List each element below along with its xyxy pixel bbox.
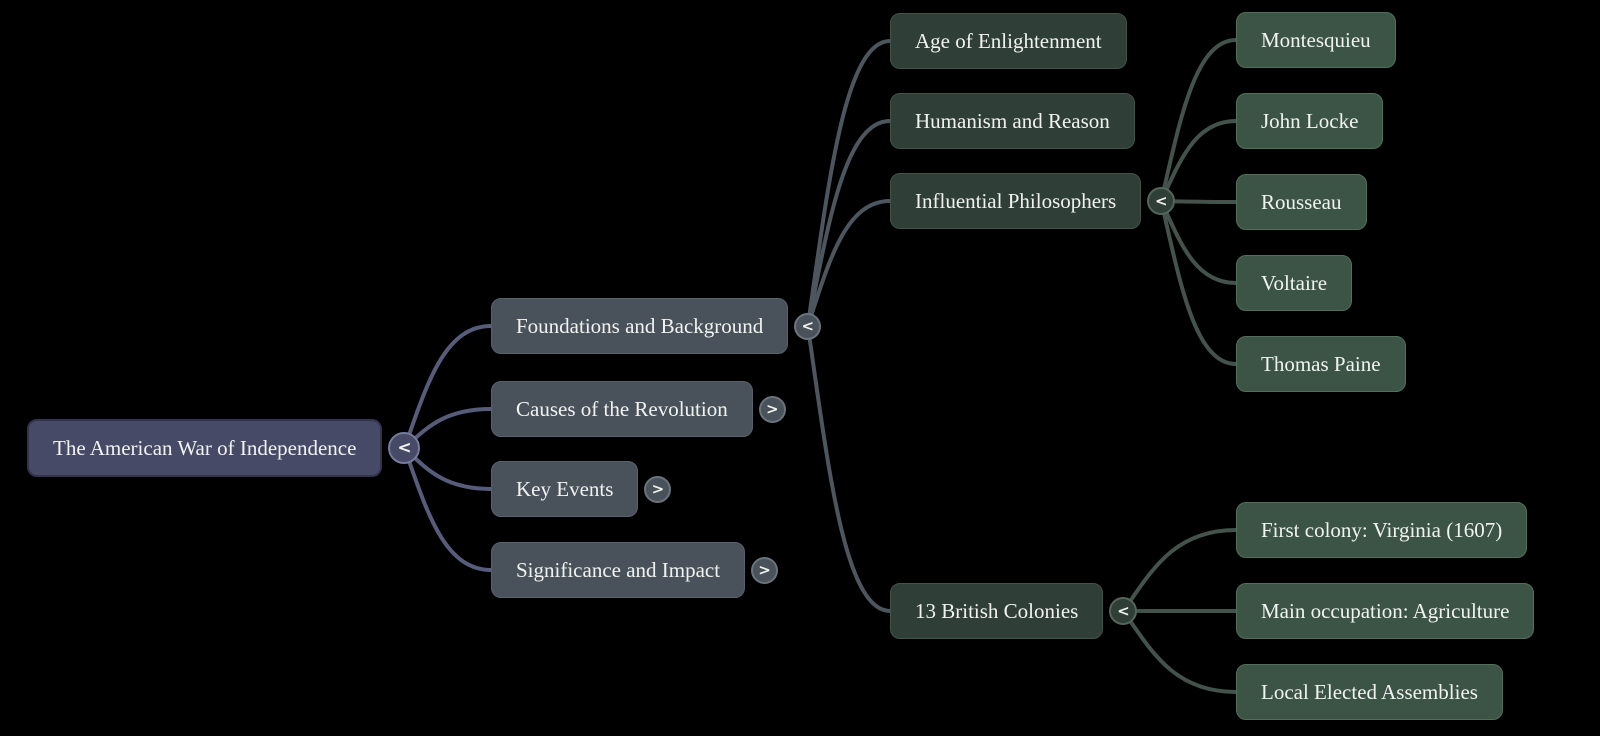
row-thomas-paine: Thomas Paine xyxy=(1236,336,1406,392)
node-age-of-enlightenment[interactable]: Age of Enlightenment xyxy=(890,13,1127,69)
edge-colonies-assemblies xyxy=(1121,609,1238,694)
edge-foundations-humanism xyxy=(805,119,892,328)
node-rousseau[interactable]: Rousseau xyxy=(1236,174,1367,230)
row-colonies: 13 British Colonies < xyxy=(890,583,1138,639)
node-significance-and-impact[interactable]: Significance and Impact xyxy=(491,542,746,598)
edge-philosophers-montesquieu xyxy=(1159,38,1238,203)
edge-philosophers-voltaire xyxy=(1159,199,1238,285)
row-key-events: Key Events > xyxy=(491,461,672,517)
node-voltaire[interactable]: Voltaire xyxy=(1236,255,1353,311)
causes-expand-toggle-icon[interactable]: > xyxy=(758,395,786,423)
key-events-expand-toggle-icon[interactable]: > xyxy=(644,475,672,503)
significance-expand-toggle-icon[interactable]: > xyxy=(751,556,779,584)
row-humanism: Humanism and Reason xyxy=(890,93,1135,149)
edge-colonies-virginia xyxy=(1121,528,1238,613)
row-rousseau: Rousseau xyxy=(1236,174,1367,230)
row-voltaire: Voltaire xyxy=(1236,255,1353,311)
row-main-occupation-agriculture: Main occupation: Agriculture xyxy=(1236,583,1535,639)
root-collapse-toggle-icon[interactable]: < xyxy=(388,432,421,464)
node-13-british-colonies[interactable]: 13 British Colonies xyxy=(890,583,1104,639)
node-main-occupation-agriculture[interactable]: Main occupation: Agriculture xyxy=(1236,583,1535,639)
node-montesquieu[interactable]: Montesquieu xyxy=(1236,12,1396,68)
node-humanism-and-reason[interactable]: Humanism and Reason xyxy=(890,93,1135,149)
node-thomas-paine[interactable]: Thomas Paine xyxy=(1236,336,1406,392)
node-root[interactable]: The American War of Independence xyxy=(27,419,383,477)
foundations-collapse-toggle-icon[interactable]: < xyxy=(794,312,822,340)
edge-root-significance xyxy=(402,446,493,572)
colonies-collapse-toggle-icon[interactable]: < xyxy=(1109,597,1138,625)
node-key-events[interactable]: Key Events xyxy=(491,461,639,517)
node-local-elected-assemblies[interactable]: Local Elected Assemblies xyxy=(1236,664,1503,720)
node-john-locke[interactable]: John Locke xyxy=(1236,93,1384,149)
row-causes: Causes of the Revolution > xyxy=(491,381,786,437)
node-first-colony-virginia[interactable]: First colony: Virginia (1607) xyxy=(1236,502,1528,558)
edge-root-foundations xyxy=(402,324,493,450)
row-foundations: Foundations and Background < xyxy=(491,298,822,354)
row-root: The American War of Independence < xyxy=(27,419,421,477)
edge-philosophers-paine xyxy=(1159,199,1238,366)
row-significance: Significance and Impact > xyxy=(491,542,779,598)
node-causes-of-the-revolution[interactable]: Causes of the Revolution xyxy=(491,381,753,437)
node-foundations-and-background[interactable]: Foundations and Background xyxy=(491,298,789,354)
node-influential-philosophers[interactable]: Influential Philosophers xyxy=(890,173,1142,229)
edge-foundations-colonies xyxy=(805,324,892,613)
row-john-locke: John Locke xyxy=(1236,93,1384,149)
row-philosophers: Influential Philosophers < xyxy=(890,173,1176,229)
row-local-elected-assemblies: Local Elected Assemblies xyxy=(1236,664,1503,720)
edge-foundations-philosophers xyxy=(805,199,892,328)
row-montesquieu: Montesquieu xyxy=(1236,12,1396,68)
edge-foundations-enlightenment xyxy=(805,39,892,328)
row-enlightenment: Age of Enlightenment xyxy=(890,13,1127,69)
philosophers-collapse-toggle-icon[interactable]: < xyxy=(1147,187,1176,215)
row-first-colony-virginia: First colony: Virginia (1607) xyxy=(1236,502,1528,558)
